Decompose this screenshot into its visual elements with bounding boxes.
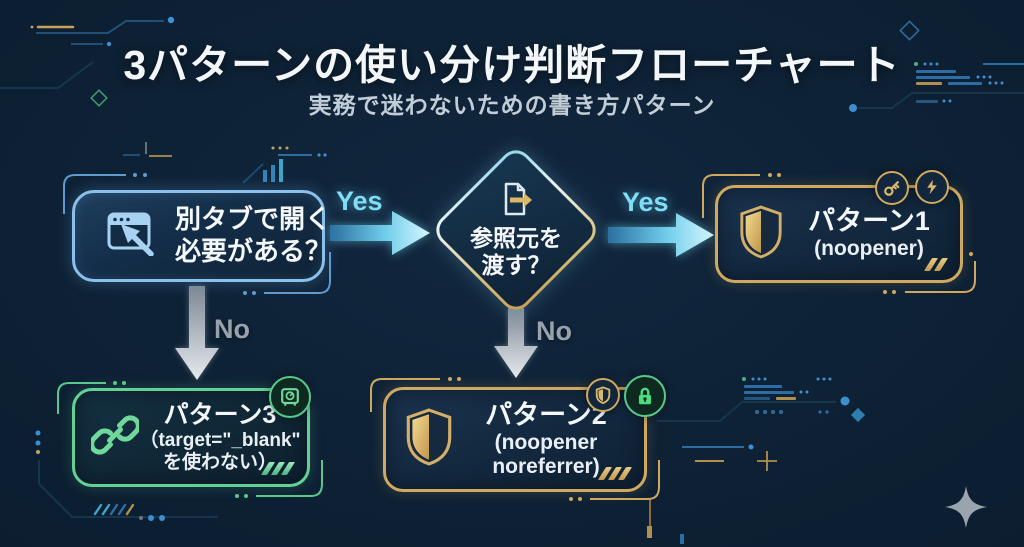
result-node-pattern1: パターン1 (noopener) [715, 170, 963, 283]
p1-text: パターン1 (noopener) [784, 206, 960, 261]
p1-corner-brackets [702, 173, 976, 294]
document-export-icon [498, 181, 534, 222]
sparkle-star [945, 486, 987, 528]
q2-line1: 参照元を [470, 224, 562, 251]
q1-line2: 必要がある？ [175, 236, 332, 266]
shield-icon [586, 378, 620, 412]
p2-corner-brackets [370, 377, 660, 501]
yes-label-2: Yes [622, 187, 669, 217]
new-tab-window-icon [107, 212, 157, 261]
p2-subtitle-line2: noreferrer) [492, 455, 600, 479]
yes-label-1: Yes [336, 186, 383, 216]
circuit-trace-bottom-left [35, 430, 218, 521]
page-subtitle: 実務で迷わないための書き方パターン [308, 92, 716, 118]
q1-text: 別タブで開く 必要がある？ [175, 204, 331, 267]
no-label-2: No [536, 316, 572, 346]
p3-subtitle-line2: を使わない） [162, 451, 277, 473]
lock-icon [624, 375, 666, 417]
p2-title: パターン2 [485, 399, 607, 430]
q2-text: 参照元を 渡す？ [470, 225, 562, 279]
circuit-trace-top-left [0, 16, 175, 157]
shield-icon [738, 205, 784, 264]
p3-title: パターン3 [163, 401, 277, 430]
circuit-trace-right-lower [647, 377, 866, 544]
no-arrow-q1-to-p3 [175, 286, 219, 380]
page-title: 3パターンの使い分け判断フローチャート [123, 42, 901, 88]
link-icon [89, 411, 141, 464]
lightning-icon [915, 170, 949, 204]
p2-text: パターン2 (noopener noreferrer) [454, 400, 644, 479]
p3-slash-marks [260, 462, 296, 475]
p3-subtitle-line1: （target="_blank" [139, 430, 301, 452]
key-icon [875, 171, 909, 205]
no-arrow-q2-to-p2 [494, 308, 538, 378]
p2-subtitle-line1: (noopener [494, 430, 598, 454]
q2-line2: 渡す？ [481, 252, 551, 278]
safe-icon [269, 376, 311, 418]
q1-corner-brackets [63, 173, 331, 295]
circuit-trace-above-q1 [242, 146, 327, 184]
p1-title: パターン1 [808, 206, 930, 237]
result-node-pattern3: パターン3 （target="_blank" を使わない） [72, 376, 311, 487]
circuit-trace-top-right [849, 20, 1024, 112]
yes-arrow-q2-to-p1 [608, 213, 714, 257]
p3-corner-brackets [57, 381, 323, 498]
decision-node-pass-referrer: 参照元を 渡す？ [429, 143, 603, 317]
decision-node-open-new-tab: 別タブで開く 必要がある？ [72, 190, 331, 282]
yes-arrow-q1-to-q2 [330, 211, 430, 255]
no-label-1: No [214, 314, 250, 344]
result-node-pattern2: パターン2 (noopener noreferrer) [383, 375, 666, 492]
p2-slash-marks [597, 467, 633, 480]
p1-subtitle: (noopener) [814, 237, 924, 261]
q1-line1: 別タブで開く [175, 204, 332, 235]
shield-icon [404, 408, 454, 471]
p1-slash-marks [923, 258, 949, 271]
p3-text: パターン3 （target="_blank" を使わない） [139, 401, 307, 473]
